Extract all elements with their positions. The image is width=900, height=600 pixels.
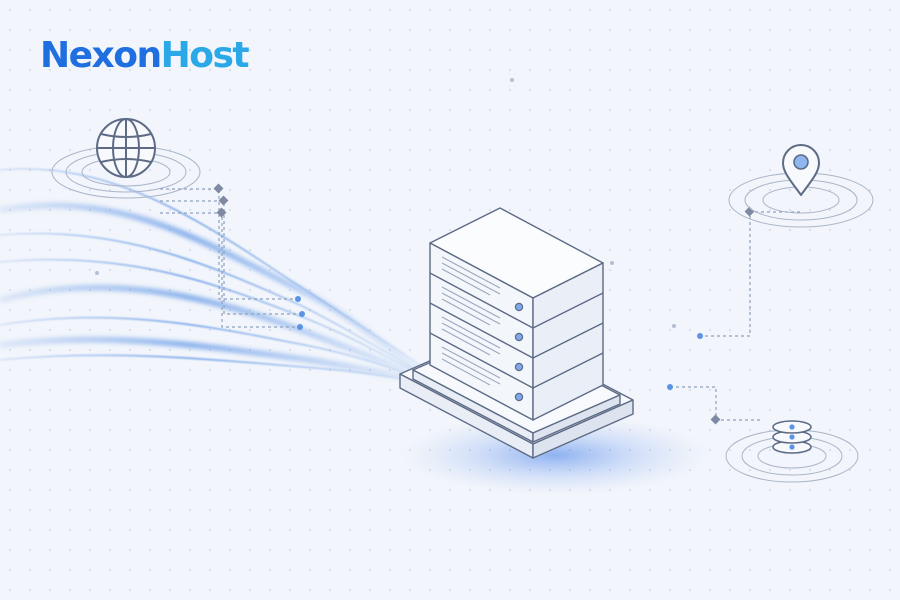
- brand-logo: NexonHost: [40, 34, 250, 78]
- connector-lines: [160, 188, 800, 421]
- database-node: [725, 420, 859, 483]
- brand-name-part1: Nexon: [40, 35, 162, 76]
- database-icon: [772, 420, 812, 454]
- data-streams: [0, 167, 422, 383]
- globe-icon: [96, 118, 156, 178]
- decorative-dots: [95, 78, 676, 397]
- location-node: [728, 144, 874, 228]
- location-pin-icon: [782, 144, 820, 196]
- server-rack-icon: [399, 207, 634, 459]
- server-glow: [400, 415, 710, 495]
- brand-name-part2: Host: [160, 35, 250, 76]
- connector-nodes: [213, 183, 755, 425]
- globe-node: [51, 118, 201, 199]
